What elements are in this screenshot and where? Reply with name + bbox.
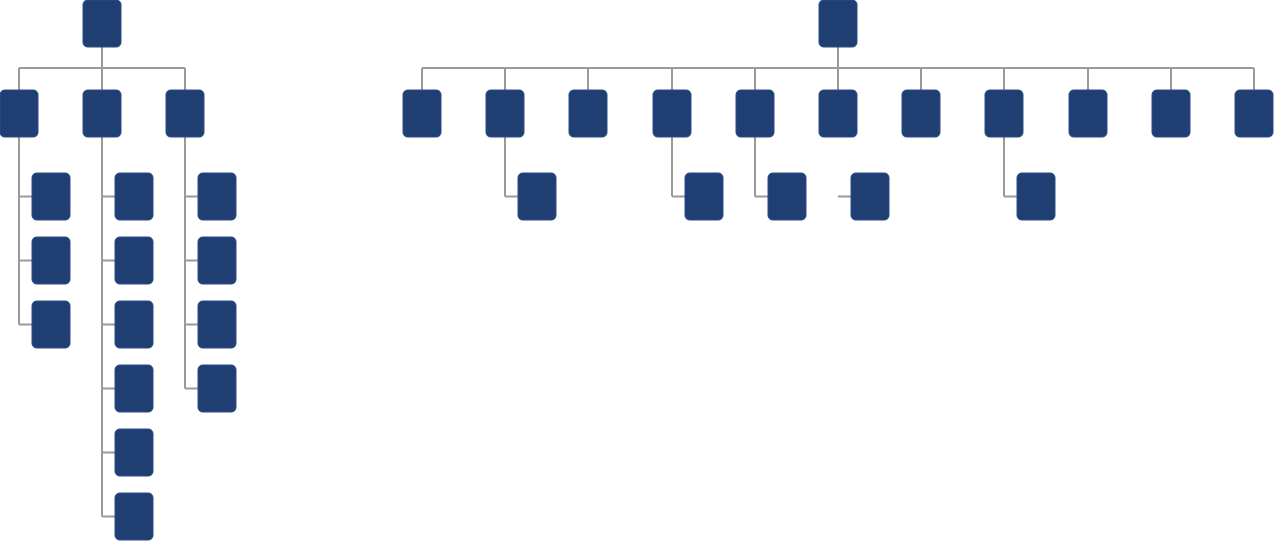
left-tree-root-node[interactable] <box>82 0 122 48</box>
child-node[interactable] <box>984 89 1024 138</box>
grandchild-node[interactable] <box>1016 172 1056 221</box>
grandchild-node[interactable] <box>850 172 890 221</box>
grandchild-node[interactable] <box>197 300 237 349</box>
grandchild-node[interactable] <box>197 236 237 285</box>
right-tree-root-node[interactable] <box>818 0 858 48</box>
grandchild-node[interactable] <box>31 236 71 285</box>
grandchild-node[interactable] <box>197 172 237 221</box>
grandchild-node[interactable] <box>31 300 71 349</box>
child-node[interactable] <box>568 89 608 138</box>
grandchild-node[interactable] <box>114 172 154 221</box>
grandchild-node[interactable] <box>114 428 154 477</box>
child-node[interactable] <box>1234 89 1274 138</box>
child-node[interactable] <box>652 89 692 138</box>
grandchild-node[interactable] <box>114 364 154 413</box>
grandchild-node[interactable] <box>114 492 154 541</box>
child-node[interactable] <box>1068 89 1108 138</box>
grandchild-node[interactable] <box>197 364 237 413</box>
child-node[interactable] <box>901 89 941 138</box>
grandchild-node[interactable] <box>114 236 154 285</box>
grandchild-node[interactable] <box>684 172 724 221</box>
child-node[interactable] <box>0 89 39 138</box>
child-node[interactable] <box>1151 89 1191 138</box>
child-node[interactable] <box>485 89 525 138</box>
grandchild-node[interactable] <box>517 172 557 221</box>
grandchild-node[interactable] <box>31 172 71 221</box>
child-node[interactable] <box>402 89 442 138</box>
child-node[interactable] <box>82 89 122 138</box>
child-node[interactable] <box>818 89 858 138</box>
child-node[interactable] <box>735 89 775 138</box>
grandchild-node[interactable] <box>767 172 807 221</box>
grandchild-node[interactable] <box>114 300 154 349</box>
child-node[interactable] <box>165 89 205 138</box>
